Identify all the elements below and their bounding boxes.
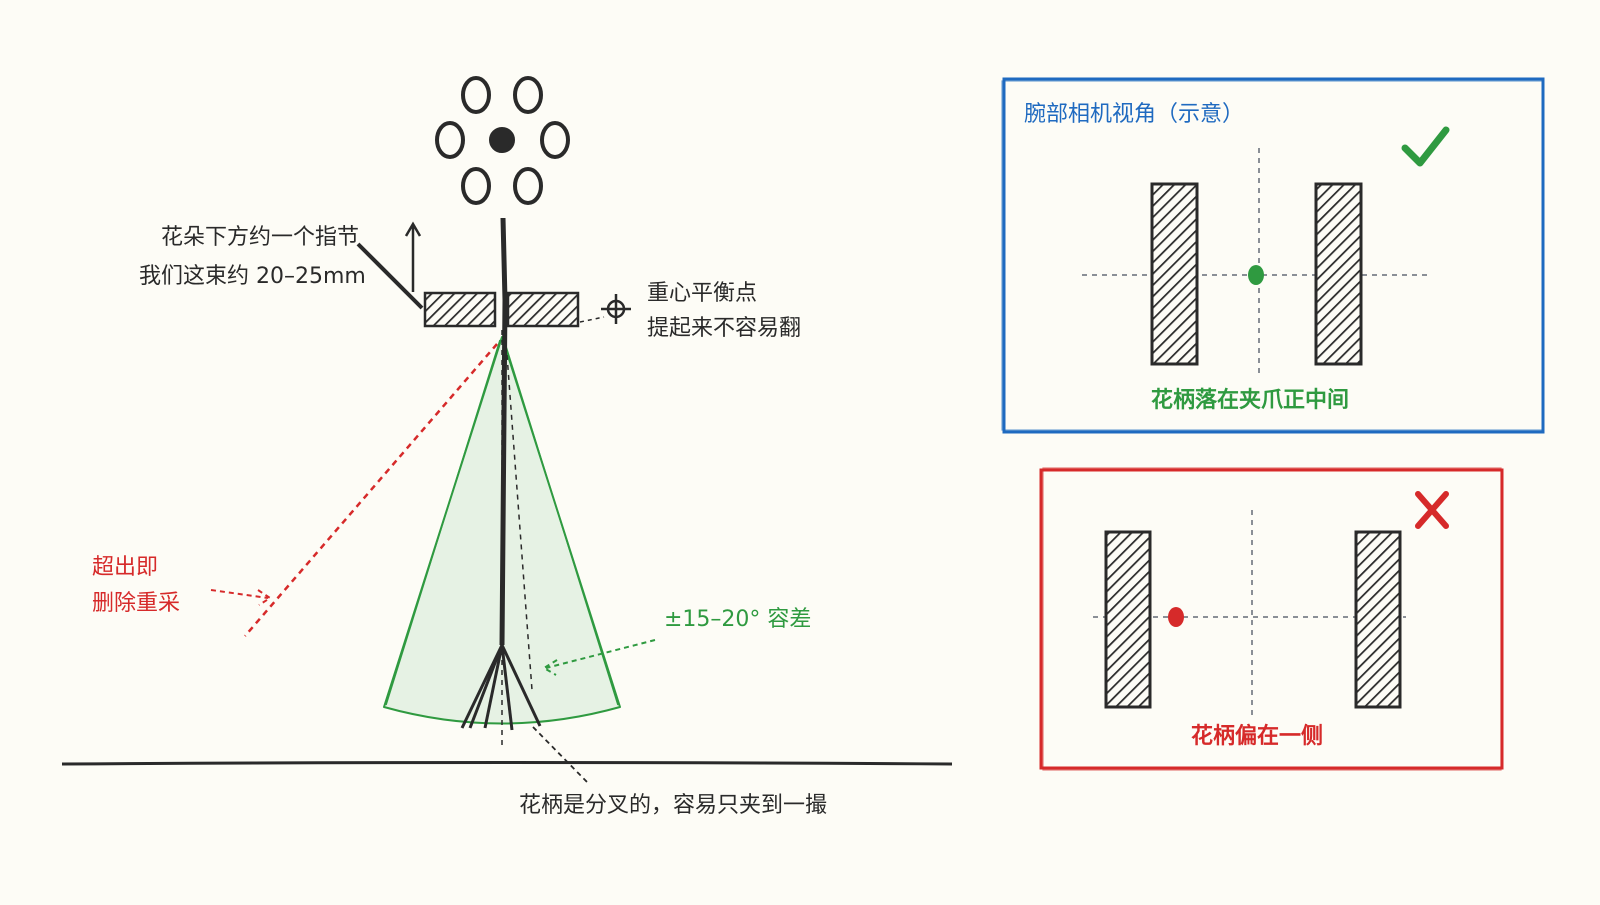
good-panel-caption: 花柄落在夹爪正中间 bbox=[1151, 387, 1349, 413]
wrist-view-good-panel: 腕部相机视角（示意） 花柄落在夹爪正中间 bbox=[1001, 77, 1545, 434]
good-panel-frame bbox=[1002, 77, 1545, 434]
center-of-gravity-icon bbox=[601, 294, 631, 324]
gripper-jaw-left bbox=[1104, 530, 1152, 709]
stem-point-offset bbox=[1168, 607, 1184, 627]
up-arrow-icon bbox=[404, 221, 422, 292]
flower-note-line2: 我们这束约 20–25mm bbox=[139, 264, 366, 289]
stem-note: 花柄是分叉的，容易只夹到一撮 bbox=[519, 793, 827, 818]
flower-stem bbox=[499, 217, 508, 646]
gripper-jaw-right bbox=[1314, 182, 1363, 366]
bad-panel-frame bbox=[1039, 468, 1504, 770]
flower-head-icon bbox=[435, 76, 570, 205]
flower-note-pointer bbox=[356, 242, 424, 310]
bad-panel-caption: 花柄偏在一侧 bbox=[1191, 723, 1323, 749]
check-icon bbox=[1401, 126, 1450, 167]
delete-limit-line bbox=[244, 343, 498, 637]
flower-note-line1: 花朵下方约一个指节 bbox=[161, 225, 359, 250]
stem-note-pointer bbox=[532, 726, 589, 784]
stem-point-centered bbox=[1248, 265, 1264, 285]
cog-note-line2: 提起来不容易翻 bbox=[647, 316, 801, 341]
gripper-jaw-right bbox=[1354, 530, 1402, 709]
ground-line bbox=[61, 761, 953, 766]
delete-note-line1: 超出即 bbox=[92, 555, 158, 580]
gripper-pad-right bbox=[506, 291, 580, 328]
gripper-jaw-left bbox=[1150, 182, 1199, 366]
tolerance-note-arrow bbox=[542, 639, 656, 676]
wrist-view-bad-panel: 花柄偏在一侧 bbox=[1039, 467, 1504, 771]
gripper-pad-left bbox=[423, 291, 497, 328]
good-panel-title: 腕部相机视角（示意） bbox=[1024, 102, 1244, 127]
cross-icon bbox=[1415, 491, 1449, 529]
delete-note-arrow bbox=[210, 589, 272, 606]
cog-note-line1: 重心平衡点 bbox=[647, 281, 757, 306]
delete-note-line2: 删除重采 bbox=[92, 591, 180, 616]
stem-fork bbox=[460, 644, 542, 731]
tolerance-note: ±15–20° 容差 bbox=[664, 607, 811, 632]
